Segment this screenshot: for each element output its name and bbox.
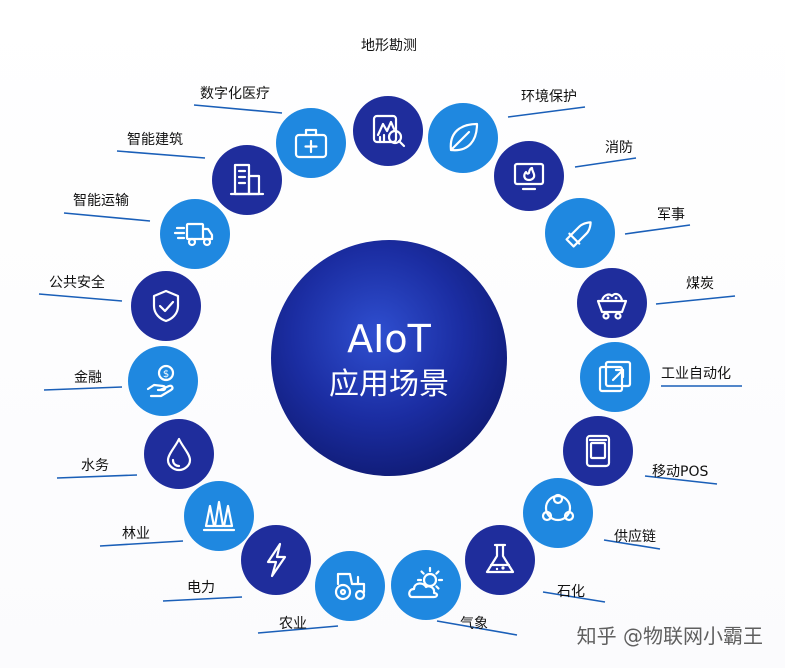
node-building: 智能建筑 [127,132,282,215]
node-label-supply: 供应链 [614,528,656,545]
leader-line-petrochem [542,591,606,603]
trees-icon [202,500,236,532]
node-circle-military [545,198,615,268]
node-automation: 工业自动化 [580,342,731,412]
node-geology: 地形勘测 [353,38,423,166]
node-label-agriculture: 农业 [279,616,307,632]
node-circle-building [212,145,282,215]
node-circle-finance [128,346,198,416]
center-title: AIoT [347,317,431,361]
node-agriculture: 农业 [279,551,385,632]
node-label-environment: 环境保护 [521,89,577,105]
node-power: 电力 [187,525,311,596]
node-circle-water [144,419,214,489]
node-label-power: 电力 [187,580,215,596]
node-circle-supply [523,478,593,548]
hand-coin-icon: $ [146,364,175,398]
leader-line-finance [43,386,123,391]
geology-survey-icon [372,114,406,148]
node-label-pos: 移动POS [652,464,708,480]
leader-line-forestry [99,540,184,547]
node-label-weather: 气象 [460,616,488,632]
node-label-coal: 煤炭 [686,276,714,292]
leader-line-power [162,596,243,602]
truck-icon [173,222,214,247]
flask-icon [485,543,515,574]
node-label-transport: 智能运输 [73,193,129,209]
node-label-firefighting: 消防 [605,140,633,156]
pos-terminal-icon [585,434,611,468]
node-circle-power [241,525,311,595]
leader-line-water [56,474,138,479]
bullet-icon [565,221,592,248]
node-label-security: 公共安全 [49,274,105,291]
shield-check-icon [152,289,180,323]
node-circle-pos [563,416,633,486]
node-military: 军事 [545,198,685,268]
node-circle-forestry [184,481,254,551]
automation-arrow-icon [598,360,632,393]
node-label-petrochem: 石化 [557,584,585,600]
leader-line-military [624,224,691,235]
center-circle [271,240,507,476]
node-label-water: 水务 [81,458,109,474]
center-hub: AIoT 应用场景 [271,240,507,476]
node-firefighting: 消防 [494,140,633,211]
leaf-icon [449,122,479,152]
node-label-automation: 工业自动化 [661,366,731,382]
node-water: 水务 [81,419,214,489]
node-supply: 供应链 [523,478,656,548]
leader-line-medical [193,104,283,114]
node-label-finance: 金融 [74,370,102,386]
node-label-forestry: 林业 [122,526,150,542]
watermark: 知乎 @物联网小霸王 [577,624,763,648]
node-label-building: 智能建筑 [127,132,183,148]
medical-kit-icon [294,128,328,159]
node-circle-firefighting [494,141,564,211]
leader-line-building [116,150,206,159]
node-security: 公共安全 [49,271,201,341]
node-label-medical: 数字化医疗 [200,86,270,102]
water-drop-icon [166,437,192,472]
node-circle-transport [160,199,230,269]
node-label-geology: 地形勘测 [361,38,417,54]
network-nodes-icon [541,493,575,522]
leader-line-transport [63,212,151,222]
node-circle-petrochem [465,525,535,595]
leader-line-pos [644,475,718,485]
building-icon [229,163,265,196]
fire-monitor-icon [513,162,545,191]
node-environment: 环境保护 [428,89,577,173]
leader-lines [38,104,742,636]
leader-line-coal [655,295,736,305]
node-coal: 煤炭 [577,268,714,338]
node-pos: 移动POS [563,416,708,486]
lightning-icon [266,542,287,578]
leader-line-agriculture [257,625,339,634]
center-subtitle: 应用场景 [329,367,449,402]
node-medical: 数字化医疗 [200,86,346,178]
node-transport: 智能运输 [73,193,230,269]
node-weather: 气象 [391,550,488,632]
node-forestry: 林业 [122,481,254,551]
node-finance: $ 金融 [74,346,198,416]
node-circle-agriculture [315,551,385,621]
node-circle-security [131,271,201,341]
node-label-military: 军事 [657,207,685,223]
node-petrochem: 石化 [465,525,585,600]
leader-line-security [38,293,123,302]
leader-line-supply [603,539,661,550]
mine-cart-icon [596,292,628,320]
leader-line-weather [436,620,518,636]
sun-cloud-icon [408,566,444,599]
leader-line-firefighting [574,157,637,168]
leader-line-environment [507,106,586,118]
node-circle-coal [577,268,647,338]
svg-text:$: $ [163,369,169,380]
tractor-icon [334,572,366,601]
